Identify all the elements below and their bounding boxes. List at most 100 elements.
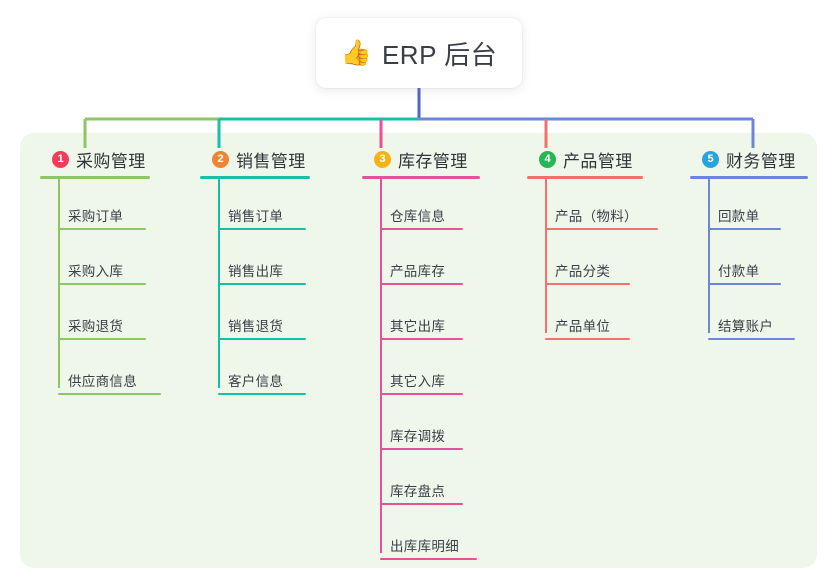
- branch-item[interactable]: 销售订单: [200, 179, 310, 234]
- branch-item-label: 回款单: [718, 209, 760, 224]
- branch-item-underline: [58, 228, 146, 230]
- branch-item-underline: [380, 283, 463, 285]
- branch-item-label: 结算账户: [718, 319, 774, 334]
- branch-number-badge: 3: [374, 150, 391, 168]
- branch-item-underline: [708, 338, 795, 340]
- branch-item-underline: [380, 228, 463, 230]
- branch-item-underline: [218, 228, 306, 230]
- branch-item[interactable]: 回款单: [690, 179, 808, 234]
- branch-item-label: 采购入库: [68, 264, 124, 279]
- branch-item-label: 客户信息: [228, 374, 284, 389]
- branch-title: 销售管理: [236, 151, 306, 171]
- branch-underline: [690, 176, 808, 179]
- branch-item[interactable]: 采购入库: [40, 234, 150, 289]
- branch-item[interactable]: 销售出库: [200, 234, 310, 289]
- branch-item-label: 其它入库: [390, 374, 446, 389]
- branch-items: 采购订单采购入库采购退货供应商信息: [40, 179, 161, 399]
- branch-underline: [40, 176, 150, 179]
- branch-item[interactable]: 产品单位: [527, 289, 643, 344]
- branch-underline: [362, 176, 480, 179]
- branch-item[interactable]: 仓库信息: [362, 179, 480, 234]
- branch-item-underline: [58, 338, 146, 340]
- branch-number-badge: 1: [52, 150, 69, 168]
- branch-spine: [545, 179, 547, 333]
- branch-item-underline: [58, 393, 161, 395]
- branch-item-label: 采购订单: [68, 209, 124, 224]
- branch-item-underline: [708, 283, 781, 285]
- branch-title: 库存管理: [398, 151, 468, 171]
- branch-items: 销售订单销售出库销售退货客户信息: [200, 179, 310, 399]
- branch-item-label: 供应商信息: [68, 374, 137, 389]
- branch-item[interactable]: 销售退货: [200, 289, 310, 344]
- branch-item[interactable]: 供应商信息: [40, 344, 161, 399]
- branch-item-underline: [218, 283, 306, 285]
- branch-item-underline: [708, 228, 781, 230]
- branch-item[interactable]: 其它入库: [362, 344, 480, 399]
- branch-heading-5[interactable]: 5 财务管理: [690, 146, 808, 172]
- branch-items: 回款单付款单结算账户: [690, 179, 808, 344]
- branch-spine: [708, 179, 710, 333]
- branch-item-label: 销售订单: [228, 209, 284, 224]
- branch-underline: [527, 176, 643, 179]
- branch-item[interactable]: 库存盘点: [362, 454, 480, 509]
- branch-item-label: 采购退货: [68, 319, 124, 334]
- root-title: ERP 后台: [381, 39, 498, 70]
- branch-items: 仓库信息产品库存其它出库其它入库库存调拨库存盘点出库库明细: [362, 179, 480, 564]
- branch-item-label: 付款单: [718, 264, 760, 279]
- branch-item-label: 销售出库: [228, 264, 284, 279]
- branch-item-underline: [380, 503, 463, 505]
- branch-item-label: 产品库存: [390, 264, 446, 279]
- branch-item-label: 库存调拨: [390, 429, 446, 444]
- branches-panel: [20, 133, 817, 568]
- branch-item-label: 产品分类: [555, 264, 611, 279]
- branch-item-label: 库存盘点: [390, 484, 446, 499]
- branch-item-underline: [545, 228, 658, 230]
- branch-item-label: 出库库明细: [390, 539, 459, 554]
- branch-item[interactable]: 付款单: [690, 234, 808, 289]
- branch-item[interactable]: 出库库明细: [362, 509, 480, 564]
- branch-item[interactable]: 结算账户: [690, 289, 808, 344]
- branch-items: 产品（物料） 产品分类产品单位: [527, 179, 658, 344]
- branch-item-underline: [545, 338, 630, 340]
- branch-item[interactable]: 采购订单: [40, 179, 150, 234]
- branch-column-4: 4 产品管理产品（物料） 产品分类产品单位: [527, 146, 658, 344]
- branch-item-underline: [58, 283, 146, 285]
- root-node[interactable]: 👍 ERP 后台: [316, 18, 522, 88]
- branch-item-underline: [218, 393, 306, 395]
- branch-heading-2[interactable]: 2 销售管理: [200, 146, 310, 172]
- branch-item-underline: [380, 338, 463, 340]
- branch-item[interactable]: 客户信息: [200, 344, 310, 399]
- branch-item-label: 产品（物料）: [555, 209, 638, 224]
- branch-number-badge: 4: [539, 150, 556, 168]
- branch-item-label: 产品单位: [555, 319, 611, 334]
- branch-item[interactable]: 产品（物料）: [527, 179, 658, 234]
- branch-item-underline: [545, 283, 630, 285]
- branch-heading-3[interactable]: 3 库存管理: [362, 146, 480, 172]
- branch-item-underline: [218, 338, 306, 340]
- branch-column-5: 5 财务管理回款单付款单结算账户: [690, 146, 808, 344]
- branch-item[interactable]: 采购退货: [40, 289, 150, 344]
- branch-item-label: 仓库信息: [390, 209, 446, 224]
- branch-item[interactable]: 产品分类: [527, 234, 643, 289]
- branch-number-badge: 5: [702, 150, 719, 168]
- branch-underline: [200, 176, 310, 179]
- branch-item-underline: [380, 448, 463, 450]
- branch-item-label: 销售退货: [228, 319, 284, 334]
- branch-title: 产品管理: [563, 151, 633, 171]
- branch-spine: [380, 179, 382, 553]
- branch-heading-4[interactable]: 4 产品管理: [527, 146, 643, 172]
- thumbs-up-icon: 👍: [340, 38, 372, 67]
- branch-item[interactable]: 其它出库: [362, 289, 480, 344]
- branch-column-2: 2 销售管理销售订单销售出库销售退货客户信息: [200, 146, 310, 399]
- branch-item-label: 其它出库: [390, 319, 446, 334]
- branch-number-badge: 2: [212, 150, 229, 168]
- branch-item[interactable]: 产品库存: [362, 234, 480, 289]
- branch-item[interactable]: 库存调拨: [362, 399, 480, 454]
- branch-title: 财务管理: [726, 151, 796, 171]
- branch-column-3: 3 库存管理仓库信息产品库存其它出库其它入库库存调拨库存盘点出库库明细: [362, 146, 480, 564]
- branch-item-underline: [380, 393, 463, 395]
